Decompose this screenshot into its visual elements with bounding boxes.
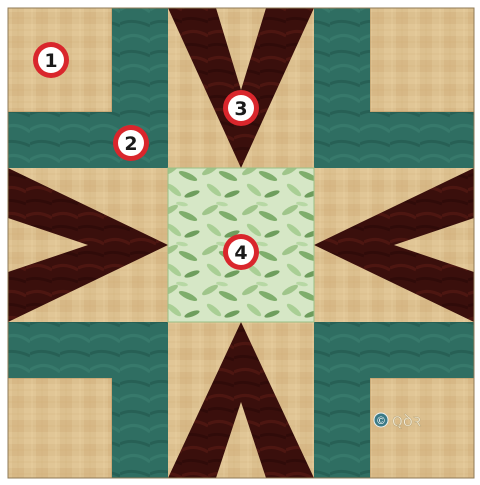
marker-3-label: 3 <box>234 98 247 120</box>
marker-3: 3 <box>223 90 259 126</box>
copyright-symbol: © <box>376 416 386 427</box>
copyright-initials: ꞯꝺꝛ <box>392 411 421 431</box>
marker-2-label: 2 <box>124 133 137 155</box>
marker-1: 1 <box>33 42 69 78</box>
marker-4-label: 4 <box>234 242 247 264</box>
marker-2: 2 <box>113 125 149 161</box>
marker-1-label: 1 <box>44 50 57 72</box>
marker-4: 4 <box>223 234 259 270</box>
